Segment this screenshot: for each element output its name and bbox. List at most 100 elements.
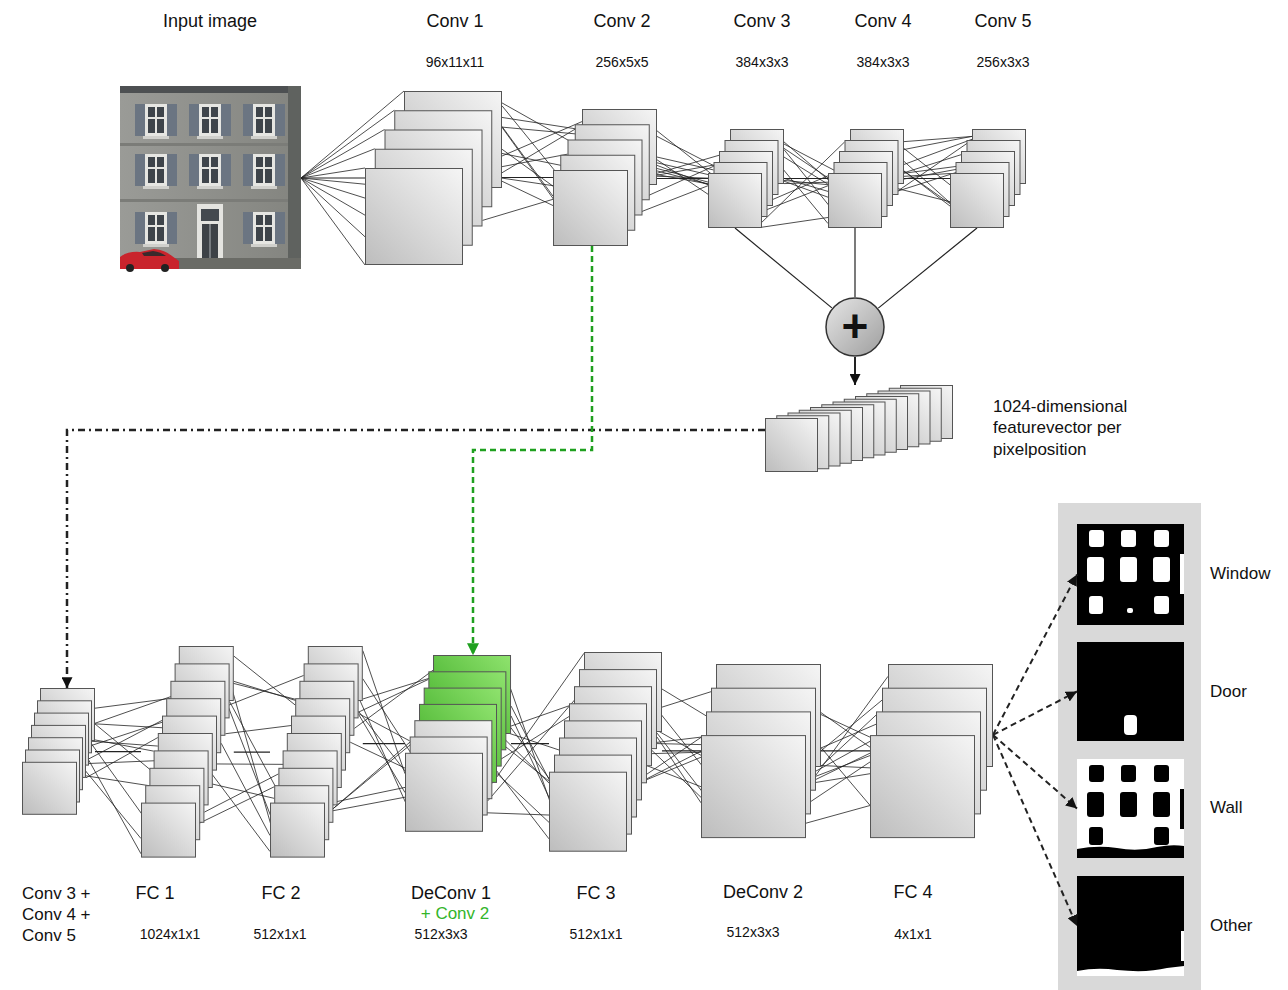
label-holder: 384x3x3	[736, 54, 789, 72]
feature-description: 1024-dimensional featurevector per pixel…	[993, 396, 1158, 460]
feature-map	[829, 174, 882, 228]
facade-photo	[120, 86, 301, 272]
window-mask	[1077, 524, 1184, 625]
label-holder: DeConv 1	[411, 882, 491, 905]
fan-line	[209, 770, 270, 852]
connection-line	[854, 228, 855, 297]
class-name: Wall	[1210, 797, 1242, 818]
feature-stack: 1024-dimensional featurevector per pixel…	[765, 385, 953, 472]
wall-mask-part	[1120, 792, 1137, 817]
fan-line	[301, 178, 375, 246]
plus-sign: +	[842, 303, 869, 349]
input-image: Input image	[120, 86, 301, 269]
fan-line	[225, 699, 274, 824]
fan-line	[329, 797, 405, 811]
fan-line	[899, 136, 973, 150]
fan-line	[83, 761, 158, 764]
feature-map	[23, 762, 77, 814]
label-holder: Conv 1	[426, 10, 483, 33]
layer-name: FC 2	[261, 882, 300, 905]
fan-line	[821, 748, 870, 806]
input-feature-stack: Conv 3 + Conv 4 + Conv 5	[22, 688, 95, 815]
connection-line	[784, 178, 828, 179]
connection-line	[878, 228, 977, 308]
label-holder: FC 3	[576, 882, 615, 905]
facade-photo-part	[135, 104, 177, 139]
facade-photo-part	[126, 264, 134, 272]
conv-layer-stack: Conv 5256x3x3	[950, 129, 1026, 228]
conv-layer-stack: Conv 3384x3x3	[708, 129, 784, 228]
deconv-layer-stack: DeConv 2512x3x3	[701, 664, 821, 838]
class-name: Door	[1210, 681, 1247, 702]
layer-size: 384x3x3	[736, 54, 789, 72]
edge-group	[67, 178, 1077, 927]
label-holder: Conv 4	[854, 10, 911, 33]
label-holder: Conv 3	[733, 10, 790, 33]
fc-layer-stack: FC 44x1x1	[870, 664, 993, 838]
layer-stack-shape	[22, 688, 95, 815]
conv-layer-stack: Conv 4384x3x3	[828, 129, 904, 228]
layer-size: 512x1x1	[254, 926, 307, 944]
fan-line	[363, 677, 433, 699]
fc-layer-stack: FC 11024x1x1	[141, 646, 234, 858]
wall-mask-part	[1077, 759, 1184, 858]
facade-photo-part	[243, 212, 285, 247]
label-holder: 512x1x1	[570, 926, 623, 944]
wall-mask-part	[1089, 765, 1104, 782]
wall-mask-part	[1154, 765, 1169, 782]
layer-name: Conv 3 + Conv 4 + Conv 5	[22, 883, 102, 947]
connection-line	[904, 178, 950, 179]
skip-connection-note: + Conv 2	[421, 903, 490, 924]
feature-map	[406, 753, 483, 831]
feature-map	[366, 169, 463, 265]
feature-map	[271, 803, 325, 857]
fan-line	[363, 651, 405, 774]
label-holder: 1024-dimensional featurevector per pixel…	[993, 396, 1158, 460]
fan-line	[511, 716, 549, 798]
fan-lines	[80, 91, 972, 854]
conv-layer-stack: Conv 196x11x11	[365, 91, 502, 265]
connection-line	[234, 752, 270, 753]
label-holder: DeConv 2	[723, 881, 803, 904]
facade-photo-part	[120, 143, 288, 146]
facade-photo-part	[243, 154, 285, 189]
fan-line	[230, 681, 275, 837]
feature-map	[871, 735, 975, 837]
fan-line	[899, 156, 951, 202]
layer-name: FC 4	[893, 881, 932, 904]
fan-line	[230, 702, 279, 793]
window-mask-part	[1087, 557, 1104, 582]
wall-mask	[1077, 759, 1184, 858]
facade-photo-part	[197, 204, 223, 259]
label-holder: FC 4	[893, 881, 932, 904]
facade-photo-part	[120, 86, 301, 269]
output-arrow	[993, 575, 1077, 735]
layer-name: DeConv 1	[411, 882, 491, 905]
layer-name: FC 1	[135, 882, 174, 905]
fan-line	[86, 776, 158, 787]
window-mask-part	[1121, 530, 1136, 547]
connection-line	[735, 228, 832, 308]
output-map: Door	[1077, 642, 1184, 741]
wall-mask-part	[1087, 792, 1104, 817]
fan-line	[80, 764, 141, 838]
class-name: Other	[1210, 915, 1253, 936]
fan-line	[301, 149, 375, 178]
layer-name: DeConv 2	[723, 881, 803, 904]
layer-stack-shape	[270, 646, 363, 858]
fan-line	[511, 706, 554, 789]
fan-line	[83, 750, 141, 854]
dashdot-arrow	[67, 430, 765, 688]
layer-stack-shape	[141, 646, 234, 858]
window-mask-part	[1180, 554, 1184, 594]
connection-line	[821, 750, 870, 751]
layer-name: FC 3	[576, 882, 615, 905]
sum-circle-outline	[826, 298, 884, 356]
facade-photo-part	[135, 154, 177, 189]
facade-photo-part	[243, 104, 285, 139]
layer-size: 384x3x3	[857, 54, 910, 72]
output-panel	[1058, 503, 1201, 990]
label-holder: Conv 2	[593, 10, 650, 33]
wall-mask-part	[1153, 792, 1170, 817]
